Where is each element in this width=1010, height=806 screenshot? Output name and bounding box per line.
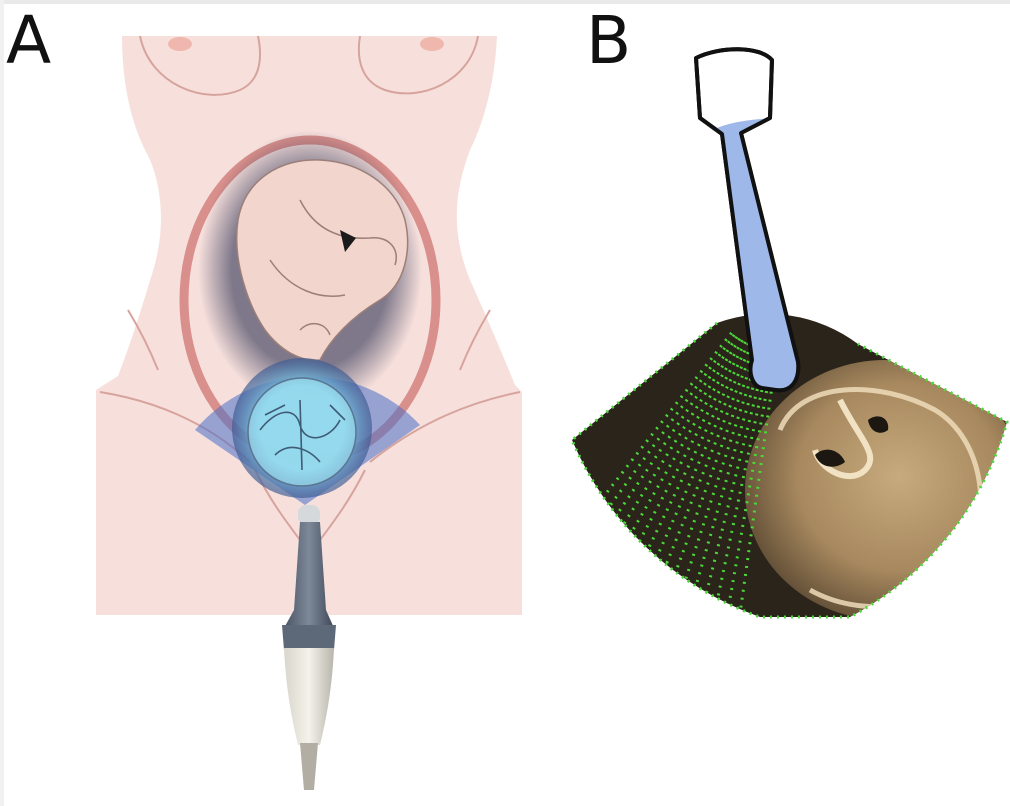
panel-label-a: A xyxy=(6,8,51,74)
probe-handle xyxy=(284,648,334,745)
nipple-left xyxy=(168,37,192,51)
panel-label-b: B xyxy=(586,8,631,74)
probe-collar xyxy=(282,625,336,650)
panel-b-diagram xyxy=(560,49,1010,630)
probe-cable xyxy=(300,743,318,790)
nipple-right xyxy=(420,37,444,51)
panel-a-illustration xyxy=(96,36,522,790)
